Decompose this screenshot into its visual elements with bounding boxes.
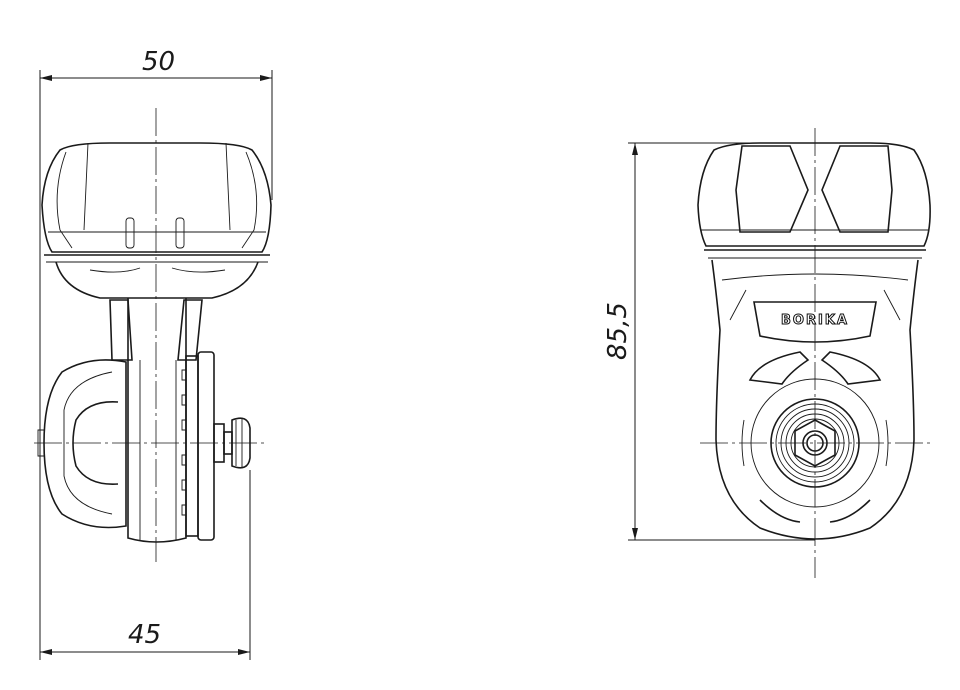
screw-knob: [223, 417, 251, 469]
neck: [55, 261, 259, 361]
side-view: 50 45: [34, 47, 273, 660]
lower-shield: BORIKA: [711, 259, 919, 540]
dimension-label-50: 50: [142, 47, 175, 77]
borika-logo: BORIKA: [781, 313, 849, 328]
front-knob: [750, 378, 880, 508]
front-view: 85,5 BORIKA: [603, 128, 934, 578]
dimension-label-45: 45: [128, 620, 161, 650]
side-knob: [37, 359, 127, 529]
dimension-85-5: 85,5: [603, 142, 815, 541]
gear-disk: [181, 351, 225, 541]
dimension-label-85-5: 85,5: [603, 302, 633, 360]
dimension-50: 50: [39, 47, 273, 440]
dimension-45: 45: [39, 440, 251, 660]
top-cap: [697, 142, 931, 259]
top-cap: [41, 142, 272, 263]
stem: [127, 298, 187, 543]
